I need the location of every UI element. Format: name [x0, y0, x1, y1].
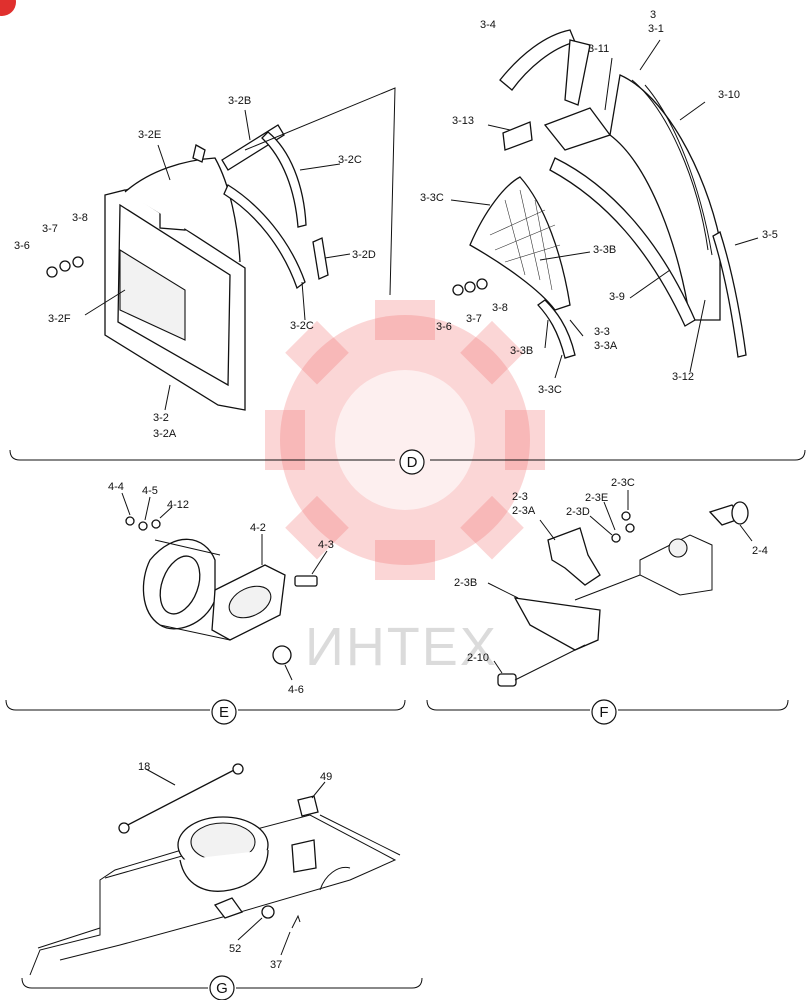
- section-d-label: D: [407, 454, 418, 471]
- section-g-label: G: [216, 980, 228, 997]
- section-f-circle: [591, 699, 617, 725]
- label-3-4: 3-4: [480, 19, 496, 31]
- label-3-2c-upper: 3-2C: [338, 154, 362, 166]
- label-4-3: 4-3: [318, 539, 334, 551]
- section-g-drawing: [29, 763, 401, 976]
- label-2-3b: 2-3B: [454, 577, 477, 589]
- label-2-3c: 2-3C: [611, 477, 635, 489]
- section-d-circle: [399, 449, 425, 475]
- label-3-6-left: 3-6: [14, 240, 30, 252]
- label-3-1: 3-1: [648, 23, 664, 35]
- label-3-7-right: 3-7: [466, 313, 482, 325]
- label-4-5: 4-5: [142, 485, 158, 497]
- label-3-7-left: 3-7: [42, 223, 58, 235]
- watermark-text: ИНТЕХ: [305, 617, 498, 677]
- label-2-3a: 2-3A: [512, 505, 536, 517]
- label-3-2a: 3-2A: [153, 428, 177, 440]
- label-4-6: 4-6: [288, 684, 304, 696]
- label-3-8-right: 3-8: [492, 302, 508, 314]
- section-f-bracket: [426, 699, 789, 711]
- label-3-5: 3-5: [762, 229, 778, 241]
- section-f-leaders: [487, 490, 753, 674]
- label-4-12: 4-12: [167, 499, 189, 511]
- label-37: 37: [270, 959, 282, 971]
- section-d-bracket: [9, 449, 806, 461]
- label-2-10: 2-10: [467, 652, 489, 664]
- label-4-2: 4-2: [250, 522, 266, 534]
- label-3-3a: 3-3A: [594, 340, 618, 352]
- section-e-label: E: [219, 704, 229, 721]
- label-3-2d: 3-2D: [352, 249, 376, 261]
- section-d-leaders: [84, 39, 759, 411]
- section-e-circle: [211, 699, 237, 725]
- section-g-leaders: [145, 768, 326, 956]
- section-f-drawing: [497, 501, 749, 687]
- section-e-drawing: [125, 516, 318, 665]
- label-18: 18: [138, 761, 150, 773]
- label-3-3c-upper: 3-3C: [420, 192, 444, 204]
- corner-marker: [0, 0, 16, 16]
- section-g-bracket: [21, 977, 423, 989]
- label-3: 3: [650, 9, 656, 21]
- label-3-8-left: 3-8: [72, 212, 88, 224]
- label-3-2c-lower: 3-2C: [290, 320, 314, 332]
- label-3-2f: 3-2F: [48, 313, 71, 325]
- label-3-9: 3-9: [609, 291, 625, 303]
- section-e-bracket: [5, 699, 406, 711]
- label-2-3e: 2-3E: [585, 492, 608, 504]
- label-4-4: 4-4: [108, 481, 124, 493]
- section-e-leaders: [121, 492, 328, 681]
- label-3-3b-upper: 3-3B: [593, 244, 616, 256]
- label-3-6-right: 3-6: [436, 321, 452, 333]
- label-52: 52: [229, 943, 241, 955]
- label-3-3c-lower: 3-3C: [538, 384, 562, 396]
- label-2-3d: 2-3D: [566, 506, 590, 518]
- label-3-13: 3-13: [452, 115, 474, 127]
- section-f-label: F: [599, 704, 608, 721]
- label-2-4: 2-4: [752, 545, 768, 557]
- section-d-drawing: [46, 29, 747, 411]
- label-3-12: 3-12: [672, 371, 694, 383]
- label-3-2b: 3-2B: [228, 95, 251, 107]
- watermark-logo: [265, 300, 545, 580]
- label-2-3: 2-3: [512, 491, 528, 503]
- label-3-2: 3-2: [153, 412, 169, 424]
- label-3-3: 3-3: [594, 326, 610, 338]
- label-3-10: 3-10: [718, 89, 740, 101]
- section-g-circle: [209, 975, 235, 1000]
- label-3-11: 3-11: [588, 43, 609, 55]
- label-3-2e: 3-2E: [138, 129, 161, 141]
- label-3-3b-lower: 3-3B: [510, 345, 533, 357]
- label-49: 49: [320, 771, 332, 783]
